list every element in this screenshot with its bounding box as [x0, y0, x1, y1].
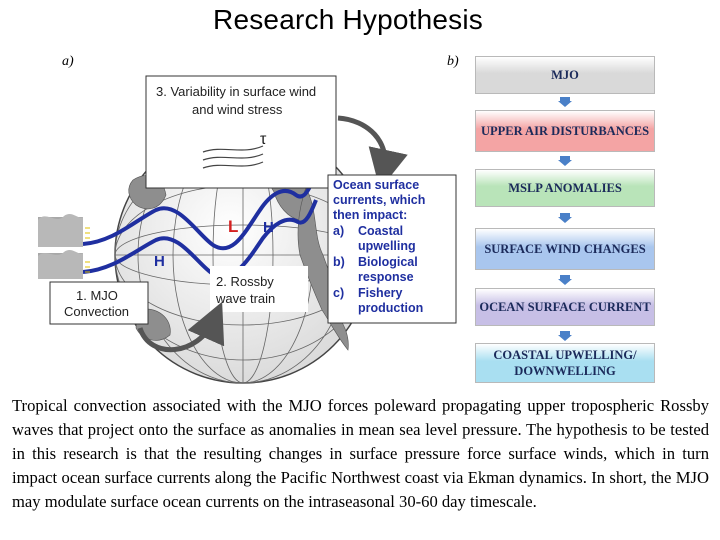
hypothesis-schematic: L H H L 3. Variability in surface wind a…	[38, 75, 457, 384]
down-arrow-icon	[558, 97, 572, 107]
step-mslp: MSLP ANOMALIES	[475, 169, 655, 207]
hypothesis-description: Tropical convection associated with the …	[12, 396, 709, 511]
rossby-wave-upper	[82, 179, 315, 251]
svg-text:currents, which: currents, which	[333, 193, 425, 207]
step-coastal-upwelling: COASTAL UPWELLING/ DOWNWELLING	[475, 343, 655, 383]
svg-text:3. Variability in surface wind: 3. Variability in surface wind	[156, 84, 316, 99]
svg-text:b): b)	[333, 255, 345, 269]
panel-b-label: b)	[447, 54, 459, 69]
svg-text:Fishery: Fishery	[358, 286, 403, 300]
svg-text:response: response	[358, 270, 414, 284]
svg-text:Convection: Convection	[64, 304, 129, 319]
svg-text:c): c)	[333, 286, 344, 300]
panel-a-label: a)	[62, 54, 74, 69]
low-pressure-west: L	[228, 217, 238, 236]
curved-arrow-to-rossby	[137, 301, 225, 353]
down-arrow-icon	[558, 213, 572, 223]
down-arrow-icon	[558, 156, 572, 166]
box-ocean-currents: Ocean surface currents, which then impac…	[327, 174, 457, 324]
svg-text:1. MJO: 1. MJO	[76, 288, 118, 303]
svg-text:then impact:: then impact:	[333, 208, 407, 222]
svg-text:wave train: wave train	[215, 291, 275, 306]
svg-text:Biological: Biological	[358, 255, 418, 269]
tau-symbol: τ	[260, 131, 267, 148]
box-wind-variability: 3. Variability in surface wind and wind …	[145, 75, 337, 189]
high-pressure-east: H	[263, 219, 274, 236]
curved-arrow-to-ocean	[337, 115, 408, 190]
down-arrow-icon	[558, 275, 572, 285]
step-upper-air: UPPER AIR DISTURBANCES	[475, 110, 655, 152]
svg-text:production: production	[358, 301, 423, 315]
svg-text:Coastal: Coastal	[358, 224, 403, 238]
high-pressure-south: H	[154, 253, 165, 270]
svg-text:a): a)	[333, 224, 344, 238]
svg-text:Ocean surface: Ocean surface	[333, 178, 419, 192]
rossby-wave-label: 2. Rossby wave train	[210, 266, 308, 312]
svg-text:upwelling: upwelling	[358, 239, 416, 253]
convection-clouds	[38, 214, 90, 279]
box-mjo-convection: 1. MJO Convection	[49, 281, 149, 325]
slide-title: Research Hypothesis	[213, 4, 483, 35]
svg-text:and wind stress: and wind stress	[192, 102, 283, 117]
step-mjo: MJO	[475, 56, 655, 94]
wind-streamlines-icon	[202, 145, 264, 169]
svg-text:2. Rossby: 2. Rossby	[216, 274, 274, 289]
down-arrow-icon	[558, 331, 572, 341]
step-surface-wind: SURFACE WIND CHANGES	[475, 228, 655, 270]
step-ocean-current: OCEAN SURFACE CURRENT	[475, 288, 655, 326]
